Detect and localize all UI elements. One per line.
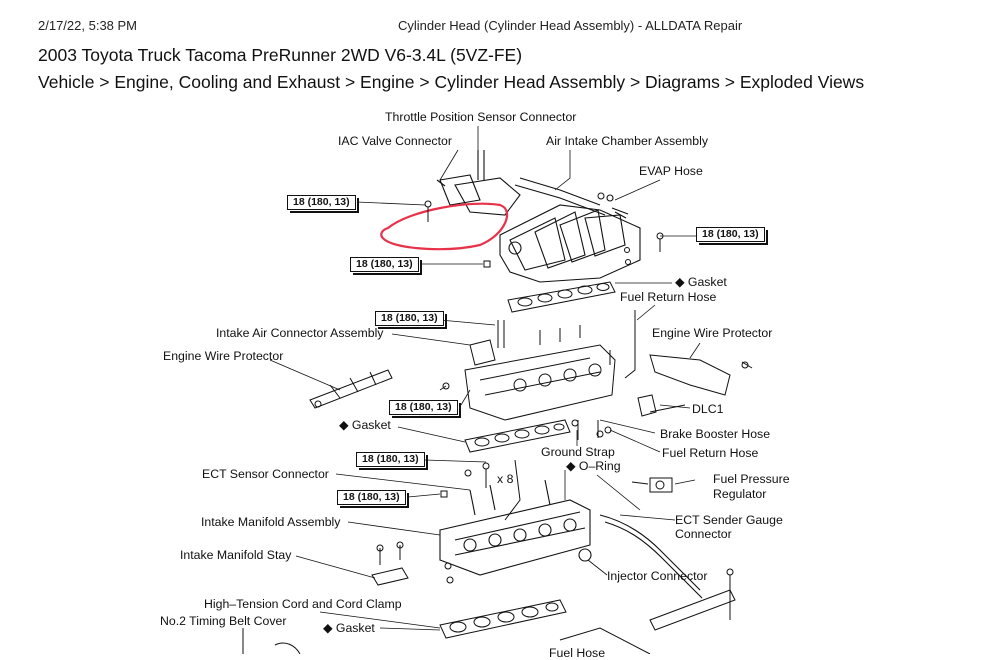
highlight-circle [380, 202, 509, 251]
label-ground-strap: Ground Strap [541, 445, 615, 459]
label-gasket-2: ◆ Gasket [339, 418, 391, 432]
label-engine-wire-protector-right: Engine Wire Protector [652, 326, 773, 340]
label-tps-connector: Throttle Position Sensor Connector [385, 110, 577, 124]
label-fuel-pressure-regulator-1: Fuel Pressure [713, 472, 790, 486]
label-injector-connector: Injector Connector [607, 569, 708, 583]
label-fuel-pressure-regulator-2: Regulator [713, 487, 767, 501]
intake-air-connector-drawing [464, 320, 616, 421]
label-ect-sender-2: Connector [675, 527, 732, 541]
label-intake-manifold-assembly: Intake Manifold Assembly [201, 515, 341, 529]
torque-box-5: 18 (180, 13) [389, 400, 461, 418]
label-fuel-return-hose-2: Fuel Return Hose [662, 446, 759, 460]
gasket-3-drawing [439, 599, 567, 639]
gasket-1-drawing [507, 281, 616, 313]
label-fuel-hose: Fuel Hose [549, 646, 606, 660]
leader-lines [269, 126, 702, 631]
label-intake-manifold-stay: Intake Manifold Stay [180, 548, 292, 562]
label-iac-connector: IAC Valve Connector [338, 134, 452, 148]
bolts-drawing [424, 192, 664, 584]
torque-box-6: 18 (180, 13) [356, 452, 428, 470]
vehicle-title: 2003 Toyota Truck Tacoma PreRunner 2WD V… [38, 45, 523, 65]
torque-box-3: 18 (180, 13) [350, 257, 422, 275]
label-high-tension-cord: High–Tension Cord and Cord Clamp [204, 597, 402, 611]
document-title: Cylinder Head (Cylinder Head Assembly) -… [398, 18, 743, 33]
intake-manifold-stay-drawing [371, 541, 409, 586]
label-o-ring: ◆ O–Ring [566, 459, 621, 473]
label-evap-hose: EVAP Hose [639, 164, 703, 178]
label-timing-belt-cover: No.2 Timing Belt Cover [160, 614, 287, 628]
label-intake-air-connector: Intake Air Connector Assembly [216, 326, 384, 340]
label-fuel-return-hose-1: Fuel Return Hose [620, 290, 717, 304]
label-ect-sender-1: ECT Sender Gauge [675, 513, 783, 527]
label-engine-wire-protector-left: Engine Wire Protector [163, 349, 284, 363]
intake-manifold-drawing [439, 479, 703, 599]
engine-wire-protector-right-drawing [624, 310, 753, 396]
label-brake-booster-hose: Brake Booster Hose [660, 427, 771, 441]
torque-box-2: 18 (180, 13) [696, 227, 768, 245]
fuel-delivery-pipe-drawing [559, 568, 736, 654]
ect-hose-drawing [504, 459, 521, 521]
breadcrumb: Vehicle > Engine, Cooling and Exhaust > … [38, 72, 865, 92]
label-air-intake-chamber: Air Intake Chamber Assembly [546, 134, 708, 148]
torque-box-7: 18 (180, 13) [337, 490, 409, 508]
torque-box-1: 18 (180, 13) [287, 195, 359, 213]
fuel-pressure-regulator-drawing [631, 477, 673, 493]
air-intake-chamber-drawing [436, 150, 641, 283]
engine-wire-protector-left-drawing [309, 369, 393, 409]
timing-belt-cover-curve [274, 642, 301, 654]
label-gasket-3: ◆ Gasket [323, 621, 375, 635]
dlc1-drawing [637, 394, 686, 417]
label-x8: x 8 [497, 472, 514, 486]
label-gasket-1: ◆ Gasket [675, 275, 727, 289]
ground-strap-drawing [577, 420, 599, 440]
label-ect-sensor-connector: ECT Sensor Connector [202, 467, 329, 481]
label-dlc1: DLC1 [692, 402, 724, 416]
torque-box-4: 18 (180, 13) [375, 311, 447, 329]
gasket-2-drawing [464, 419, 571, 453]
print-datetime: 2/17/22, 5:38 PM [38, 18, 138, 33]
